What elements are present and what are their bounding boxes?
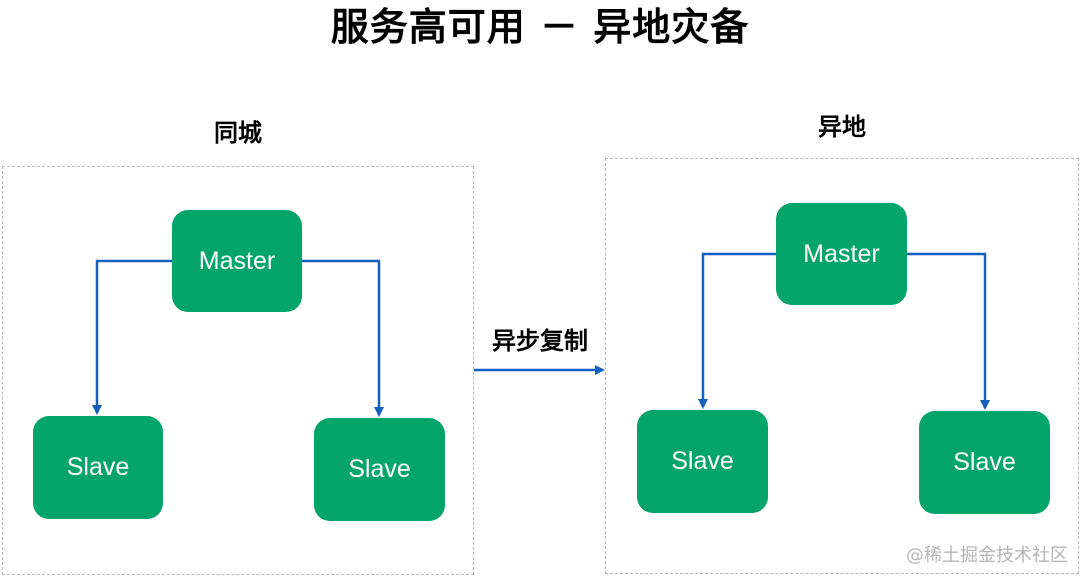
local-master-node: Master <box>172 210 302 312</box>
remote-slave-right-node: Slave <box>919 411 1050 514</box>
replication-label: 异步复制 <box>492 327 588 355</box>
remote-slave-left-node: Slave <box>637 410 768 513</box>
remote-master-to-slave-right-arrow <box>907 252 990 410</box>
watermark-text: @稀土掘金技术社区 <box>906 545 1068 566</box>
remote-master-to-slave-left-arrow <box>698 252 776 409</box>
local-slave-left-node: Slave <box>33 416 163 519</box>
local-master-to-slave-left-arrow <box>92 259 172 415</box>
remote-group-label: 异地 <box>818 113 866 141</box>
local-group-label: 同城 <box>214 119 262 147</box>
remote-region-box <box>605 158 1079 574</box>
remote-master-node: Master <box>776 203 907 305</box>
local-region-box <box>2 166 474 575</box>
diagram-title: 服务高可用 － 异地灾备 <box>330 5 750 49</box>
local-slave-right-node: Slave <box>314 418 445 521</box>
local-master-to-slave-right-arrow <box>302 259 384 417</box>
